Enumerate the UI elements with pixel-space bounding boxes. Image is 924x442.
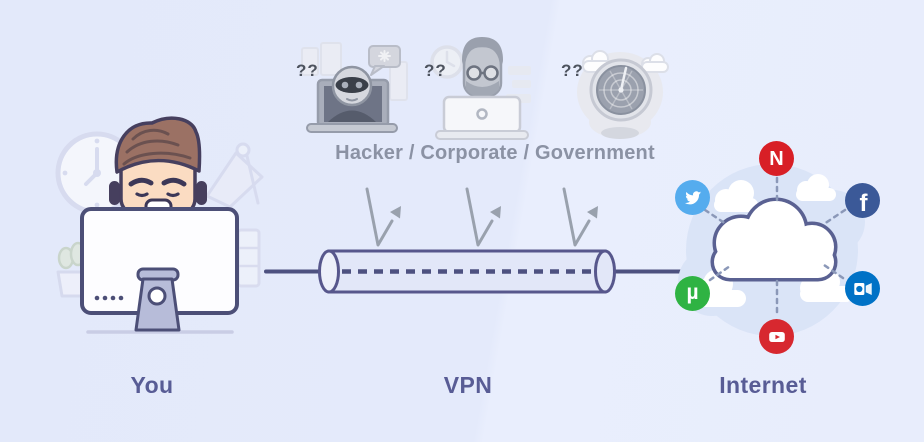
lamp-icon	[205, 142, 264, 209]
hacker-question-marks: ??	[296, 61, 319, 80]
netflix-glyph: N	[769, 147, 784, 170]
facebook-icon: f	[845, 183, 880, 218]
service-connectors	[703, 176, 847, 316]
bounce-arrow-icon	[562, 187, 600, 247]
bounce-arrow-icon	[365, 187, 401, 247]
vpn-label: VPN	[443, 372, 493, 398]
internet-scene	[678, 164, 865, 336]
monitor	[80, 207, 239, 332]
twitter-bird-glyph	[684, 190, 701, 204]
speech-bubble-icon	[368, 45, 401, 76]
you-label: You	[130, 372, 174, 398]
utorrent-glyph: µ	[686, 281, 699, 304]
youtube-play-glyph	[768, 331, 785, 342]
monitor-stand	[134, 267, 181, 332]
corporate-icon	[430, 37, 531, 140]
youtube-icon	[759, 319, 794, 354]
bounce-arrow-icon	[465, 187, 503, 247]
government-question-marks: ??	[561, 61, 584, 80]
you-person	[109, 116, 207, 216]
small-cloud	[714, 180, 758, 212]
outlook-glyph	[853, 282, 872, 295]
facebook-glyph: f	[859, 189, 868, 217]
utorrent-icon: µ	[675, 276, 710, 311]
internet-label: Internet	[719, 372, 807, 398]
outlook-icon	[845, 271, 880, 306]
corporate-question-marks: ??	[424, 61, 447, 80]
government-icon	[577, 50, 669, 139]
threats-label: Hacker / Corporate / Government	[335, 142, 655, 164]
twitter-icon	[675, 180, 710, 215]
you-scene	[55, 116, 264, 334]
small-cloud	[641, 53, 669, 73]
hacker-icon	[301, 42, 408, 133]
shelf-icon	[236, 228, 261, 288]
netflix-icon: N	[759, 141, 794, 176]
internet-cloud-icon	[710, 197, 838, 282]
hair	[114, 116, 202, 174]
small-cloud	[796, 174, 836, 201]
vpn-tunnel	[318, 249, 616, 294]
